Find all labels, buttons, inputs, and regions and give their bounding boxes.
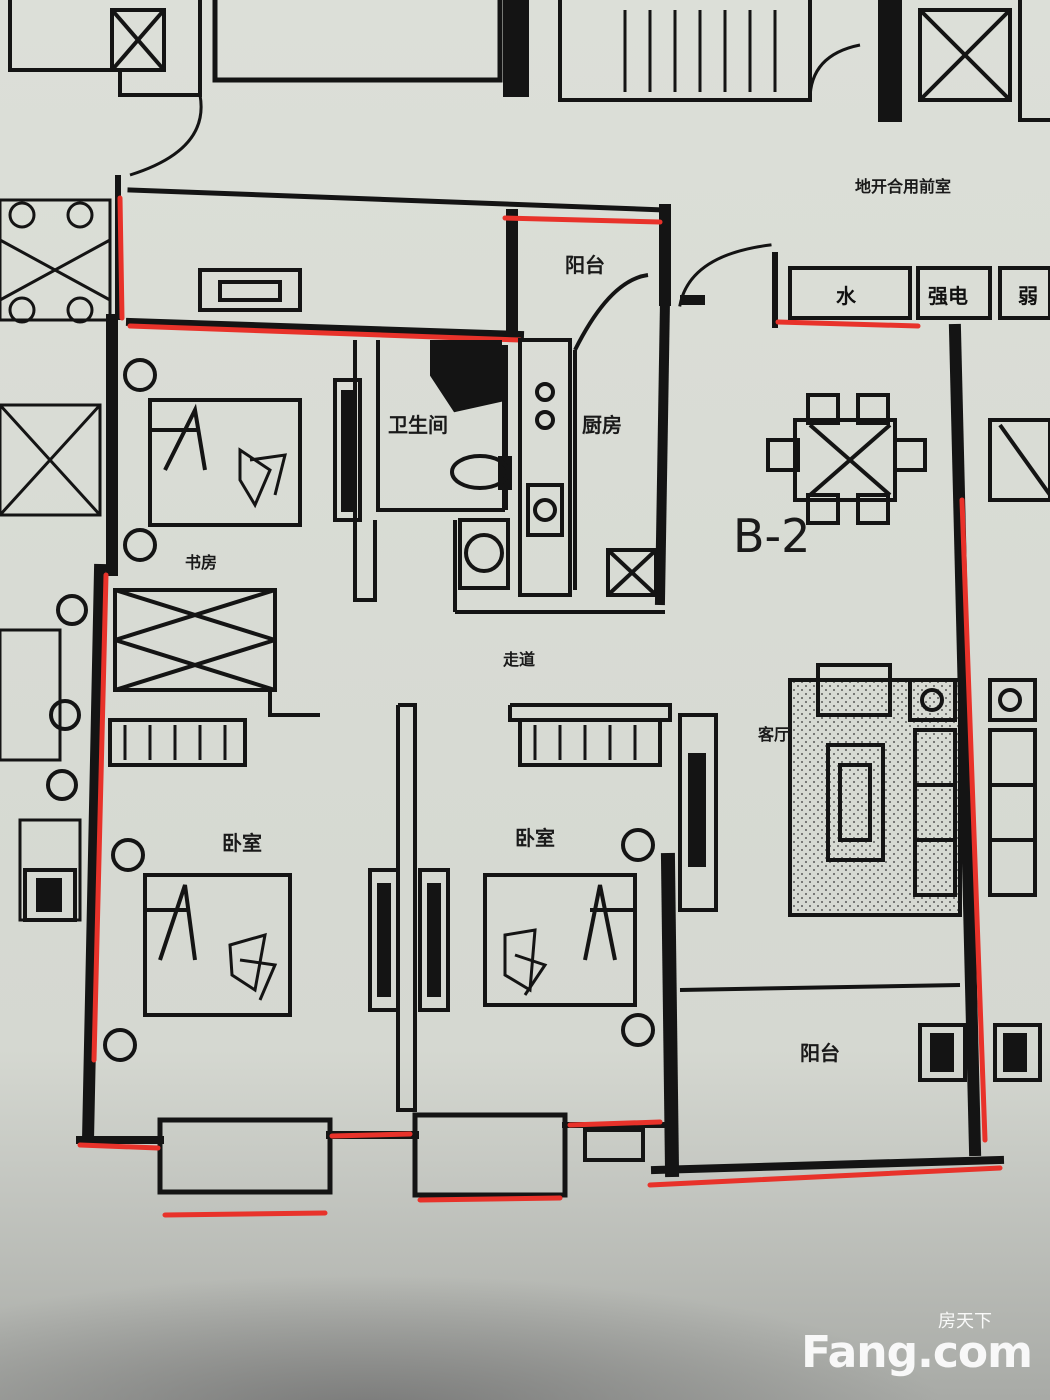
living-room-furniture bbox=[583, 393, 967, 1162]
bedroom-left-label: 卧室 bbox=[222, 831, 262, 855]
corridor-label: 走道 bbox=[502, 650, 535, 669]
bedroom-left-furniture bbox=[23, 838, 292, 1062]
kitchen-fixtures bbox=[518, 273, 658, 597]
right-neighbor-fragment bbox=[988, 418, 1050, 1082]
watermark-cn: 房天下 bbox=[938, 1311, 992, 1332]
unit-code-label: B-2 bbox=[733, 509, 810, 563]
bathroom-label: 卫生间 bbox=[388, 413, 448, 437]
water-closet-label: 水 bbox=[836, 284, 857, 308]
upper-neighbor-units bbox=[8, 0, 1050, 320]
bathroom-fixtures bbox=[376, 340, 665, 614]
weak-current-closet-label: 弱 bbox=[1018, 284, 1038, 308]
kitchen-label: 厨房 bbox=[582, 413, 622, 437]
living-room-label: 客厅 bbox=[758, 725, 790, 744]
watermark-en: Fang.com bbox=[801, 1327, 1033, 1378]
bedroom-middle-label: 卧室 bbox=[515, 826, 555, 850]
left-neighbor-fragments bbox=[0, 198, 112, 922]
balcony-bottom-label: 阳台 bbox=[800, 1041, 840, 1065]
bedroom-middle-furniture bbox=[483, 713, 718, 1047]
utility-closets bbox=[788, 266, 1050, 320]
corridor-partitions bbox=[368, 703, 672, 1112]
shared-front-room-label: 地开合用前室 bbox=[855, 177, 951, 196]
site-watermark: 房天下 Fang.com bbox=[801, 1307, 1033, 1378]
power-closet-label: 强电 bbox=[928, 284, 968, 308]
balcony-top-label: 阳台 bbox=[565, 253, 605, 277]
study-label: 书房 bbox=[185, 553, 217, 572]
study-furniture bbox=[46, 268, 320, 801]
red-marker-lines bbox=[77, 195, 1003, 1218]
wardrobe-door-panels bbox=[333, 340, 377, 602]
